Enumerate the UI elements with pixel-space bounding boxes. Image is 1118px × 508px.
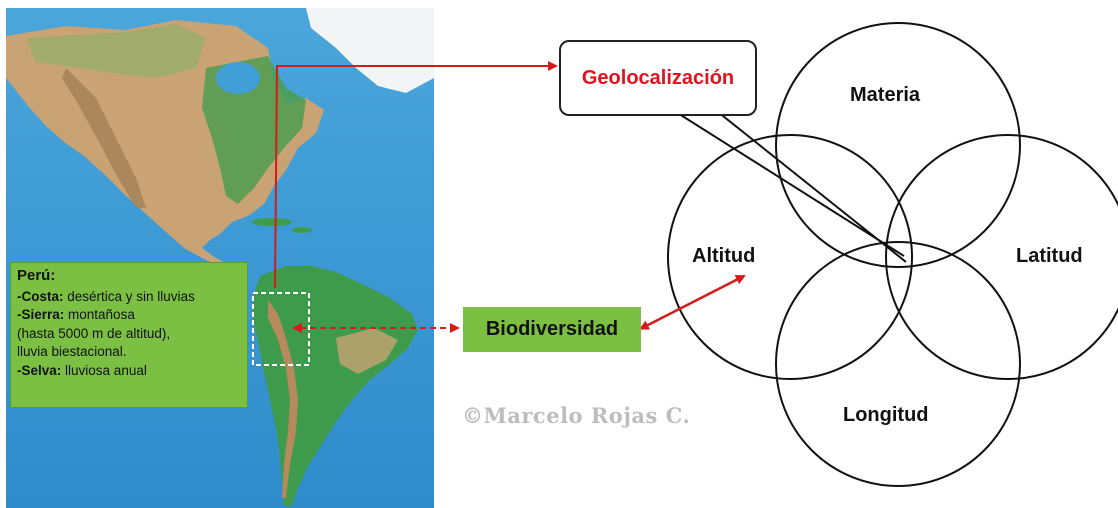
peru-info-box: Perú: -Costa: desértica y sin lluvias -S…	[10, 262, 248, 408]
map-to-geolocalizacion-arrow	[274, 61, 558, 289]
callout-line-2	[717, 111, 907, 263]
altitud-label: Altitud	[692, 245, 756, 267]
circle-altitud	[667, 134, 913, 380]
cuba	[252, 218, 292, 226]
andes	[268, 300, 298, 498]
canada-tundra	[26, 24, 206, 78]
peru-line-lluvia: lluvia biestacional.	[17, 344, 127, 359]
longitud-label: Longitud	[843, 404, 929, 426]
rockies	[62, 68, 146, 208]
materia-label: Materia	[850, 84, 921, 106]
peru-title: Perú:	[17, 267, 56, 284]
peru-line-costa: -Costa: desértica y sin lluvias	[17, 288, 195, 304]
hispaniola	[292, 227, 312, 233]
circle-latitud	[885, 134, 1118, 380]
peru-line-sierra: -Sierra: montañosa	[17, 307, 135, 322]
greenland-land	[306, 8, 434, 93]
callout-line-1	[675, 111, 905, 257]
hudson-bay	[216, 62, 260, 94]
brazil-highlands	[336, 328, 398, 374]
geolocalizacion-label: Geolocalización	[581, 66, 735, 89]
geolocalizacion-box: Geolocalización	[559, 40, 757, 116]
biodiversidad-label: Biodiversidad	[485, 318, 619, 340]
biodiversidad-altitud-arrow	[638, 274, 746, 330]
peru-line-selva: -Selva: lluviosa anual	[17, 362, 147, 378]
latitud-label: Latitud	[1016, 245, 1083, 267]
americas-map	[6, 8, 434, 508]
north-america-forest	[202, 56, 306, 204]
circle-materia	[775, 22, 1021, 268]
map-illustration	[6, 8, 434, 508]
circle-longitud	[775, 241, 1021, 487]
peru-line-altitud: (hasta 5000 m de altitud),	[17, 325, 171, 341]
watermark: ©Marcelo Rojas C.	[462, 403, 691, 428]
biodiversidad-box: Biodiversidad	[463, 307, 641, 352]
